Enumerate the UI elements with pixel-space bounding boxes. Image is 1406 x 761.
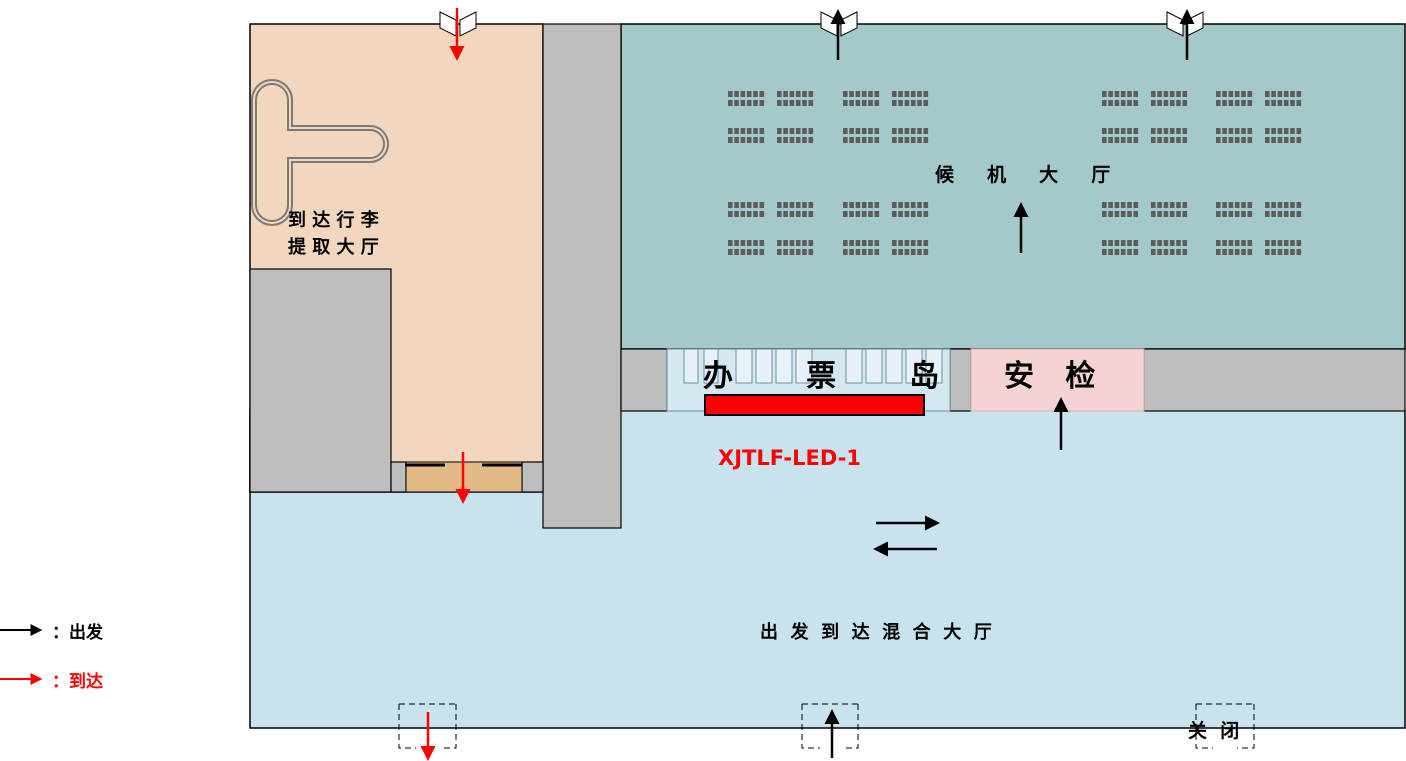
seat-block [1102, 91, 1139, 106]
led-sign-label: XJTLF-LED-1 [718, 446, 861, 470]
seat-block [843, 128, 880, 143]
seat-block [1216, 91, 1253, 106]
baggage-claim-label-1: 到 达 行 李 [288, 209, 380, 231]
legend-departure-label: ：出发 [52, 622, 104, 643]
seat-blocks [728, 91, 1302, 255]
seat-block [892, 128, 929, 143]
baggage-claim-label-2: 提 取 大 厅 [288, 236, 379, 258]
seat-block [1265, 202, 1302, 217]
waiting-hall-zone [620, 23, 1406, 350]
door-bottom-1[interactable] [398, 703, 457, 749]
seat-block [892, 202, 929, 217]
door-bottom-2[interactable] [801, 703, 859, 749]
seat-block [1102, 202, 1139, 217]
seat-block [728, 240, 765, 255]
walls [249, 23, 1406, 529]
seat-block [1265, 240, 1302, 255]
seat-block [777, 240, 814, 255]
seat-block [1216, 128, 1253, 143]
seat-block [892, 91, 929, 106]
seat-block [1216, 240, 1253, 255]
seat-block [1151, 91, 1188, 106]
seat-block [1151, 240, 1188, 255]
seat-block [777, 202, 814, 217]
door-top-1[interactable] [439, 11, 477, 37]
seat-block [843, 202, 880, 217]
led-sign[interactable] [704, 394, 925, 416]
legend: ：出发 ：到达 [0, 622, 104, 692]
check-in-label: 办 票 岛 [703, 359, 939, 394]
arrival-arrows [420, 8, 471, 761]
seat-block [777, 128, 814, 143]
seat-block [1151, 202, 1188, 217]
seat-block [777, 91, 814, 106]
seat-block [728, 202, 765, 217]
legend-arrival-label: ：到达 [52, 671, 103, 692]
departure-arrows [824, 9, 1195, 758]
seat-block [1102, 240, 1139, 255]
seat-block [1265, 128, 1302, 143]
seat-block [1151, 128, 1188, 143]
seat-block [728, 91, 765, 106]
mixed-hall-label: 出 发 到 达 混 合 大 厅 [760, 621, 992, 643]
seat-block [843, 91, 880, 106]
seat-block [892, 240, 929, 255]
seat-block [843, 240, 880, 255]
closed-door-label: 关 闭 [1188, 719, 1239, 742]
door-bottom-closed[interactable] [1195, 703, 1255, 749]
seat-block [1216, 202, 1253, 217]
seat-block [1265, 91, 1302, 106]
seat-block [1102, 128, 1139, 143]
security-label: 安 检 [1004, 359, 1095, 394]
seat-block [728, 128, 765, 143]
waiting-hall-label: 候 机 大 厅 [935, 163, 1110, 186]
